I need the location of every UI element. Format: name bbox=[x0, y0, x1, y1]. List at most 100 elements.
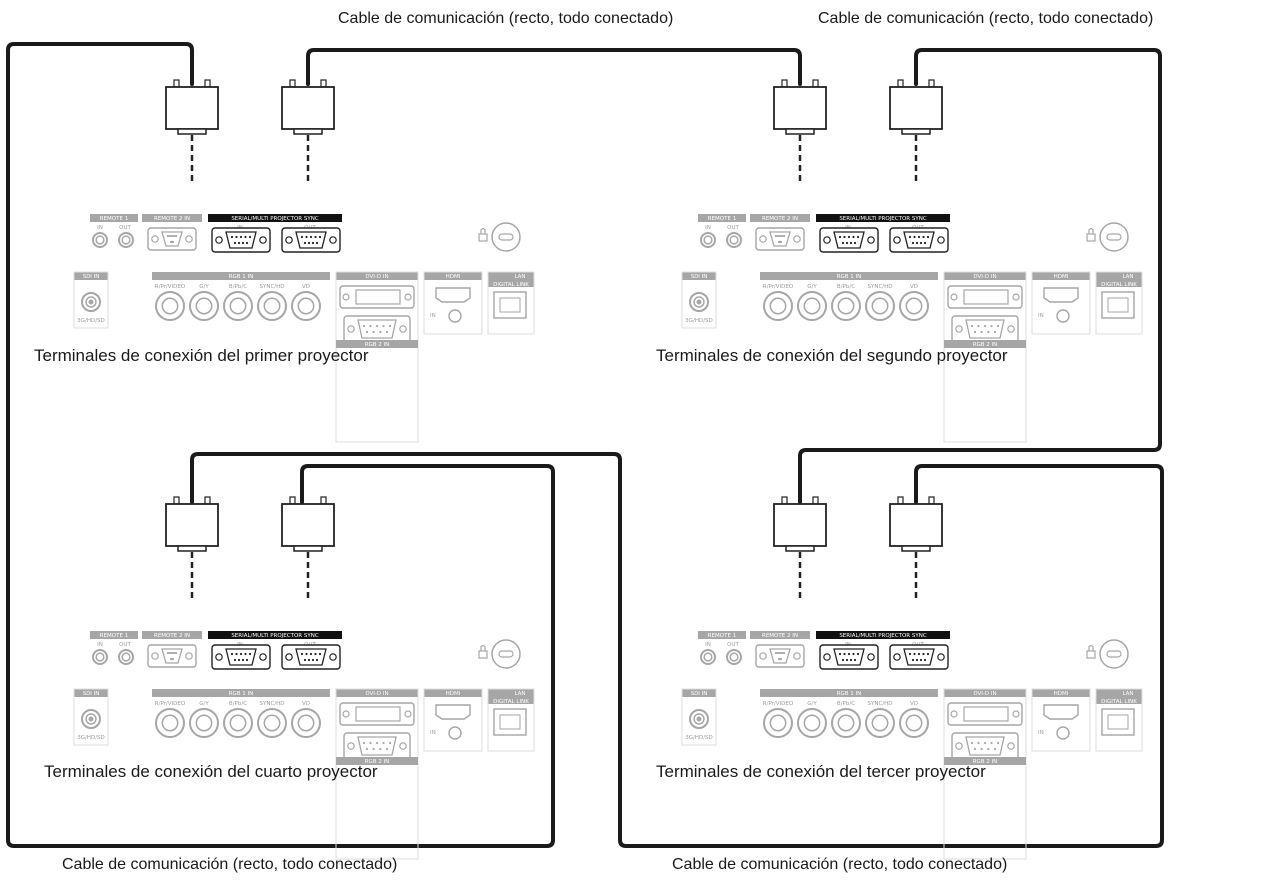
rgb1-port bbox=[831, 708, 861, 738]
remote1-out-label: OUT bbox=[119, 225, 131, 231]
rgb1-port bbox=[223, 708, 253, 738]
port-inner bbox=[229, 714, 247, 732]
rgb1-port-label: SYNC/HD bbox=[259, 284, 284, 290]
dvid-socket bbox=[355, 706, 401, 722]
dsub-pin bbox=[993, 747, 997, 751]
port-inner bbox=[729, 652, 739, 662]
port-ring bbox=[92, 232, 108, 248]
dsub-pin bbox=[233, 241, 237, 245]
rgb2-port bbox=[951, 315, 1019, 343]
dsub-pin bbox=[856, 235, 860, 239]
rgb1-port-label: B/Pb/C bbox=[837, 284, 855, 290]
dsub-pin bbox=[311, 241, 315, 245]
lan-socket bbox=[1107, 297, 1129, 313]
port-inner bbox=[297, 714, 315, 732]
dsub-pin bbox=[852, 235, 855, 239]
rgb1-port-label: VD bbox=[910, 284, 918, 290]
remote1-in-label: IN bbox=[97, 225, 103, 231]
dsub-pin bbox=[171, 240, 175, 244]
dsub-screw bbox=[151, 652, 159, 660]
remote2-label-bar bbox=[750, 214, 810, 222]
connector-neck bbox=[785, 128, 815, 135]
dsub-pin bbox=[241, 241, 245, 245]
port-ring bbox=[92, 649, 108, 665]
caption-second-projector: Terminales de conexión del segundo proye… bbox=[656, 346, 1008, 365]
remote2-label: REMOTE 2 IN bbox=[762, 216, 798, 222]
serial-label: SERIAL/MULTI PROJECTOR SYNC bbox=[231, 633, 319, 639]
connector-pin bbox=[812, 496, 819, 505]
connector-out bbox=[889, 496, 943, 599]
dsub-pin bbox=[911, 241, 915, 245]
dsub-screw bbox=[937, 653, 945, 661]
dsub-screw bbox=[867, 236, 875, 244]
dsub-pin bbox=[922, 235, 925, 239]
digital-link-label-bar bbox=[1096, 697, 1142, 704]
connector-pin bbox=[289, 496, 296, 505]
dvid-socket bbox=[963, 706, 1009, 722]
port-inner bbox=[837, 714, 855, 732]
dsub-pin bbox=[305, 652, 308, 656]
dsub-screw bbox=[893, 236, 901, 244]
sdi-label: SDI IN bbox=[83, 274, 100, 280]
dsub-screw bbox=[759, 235, 767, 243]
hdmi-screw bbox=[1056, 726, 1070, 740]
dsub-shell bbox=[769, 648, 791, 664]
dsub-pin bbox=[847, 652, 851, 656]
lan-socket bbox=[499, 297, 521, 313]
dsub-pin bbox=[841, 241, 845, 245]
caption-fourth-projector: Terminales de conexión del cuarto proyec… bbox=[44, 762, 378, 781]
rgb1-port bbox=[865, 708, 895, 738]
serial-label: SERIAL/MULTI PROJECTOR SYNC bbox=[231, 216, 319, 222]
dsub-pin bbox=[170, 234, 174, 238]
dsub-screw bbox=[937, 236, 945, 244]
hdmi-frame bbox=[1031, 688, 1091, 752]
dsub-pin bbox=[838, 235, 842, 239]
dsub-pin bbox=[996, 741, 1000, 745]
lan-frame bbox=[487, 271, 535, 335]
dvid-screw bbox=[404, 710, 412, 718]
lan-label: LAN bbox=[1122, 691, 1133, 697]
port-ring bbox=[118, 649, 134, 665]
rgb1-port bbox=[291, 291, 321, 321]
remote1-out-port bbox=[726, 232, 742, 248]
dvid-screw bbox=[342, 710, 350, 718]
dsub-screw bbox=[347, 325, 355, 333]
rgb2-label-bar bbox=[944, 757, 1026, 765]
dsub-pin bbox=[230, 235, 234, 239]
connector-neck bbox=[901, 545, 931, 552]
remote2-label: REMOTE 2 IN bbox=[154, 216, 190, 222]
digital-link-label-bar bbox=[488, 697, 534, 704]
hdmi-label: HDMI bbox=[446, 274, 461, 280]
rgb1-port bbox=[899, 291, 929, 321]
remote1-label: REMOTE 1 bbox=[708, 633, 736, 639]
sdi-formats-label: 3G/HD/SD bbox=[685, 318, 713, 324]
rgb1-port-label: G/Y bbox=[807, 701, 817, 707]
dsub-pin bbox=[987, 330, 990, 334]
port-ring bbox=[797, 291, 827, 321]
dsub-shell bbox=[357, 319, 397, 339]
rgb1-port bbox=[865, 291, 895, 321]
dsub-pin bbox=[245, 241, 249, 245]
lan-label: LAN bbox=[514, 274, 525, 280]
sdi-label-bar bbox=[682, 272, 716, 280]
dsub-pin bbox=[318, 652, 322, 656]
serial-out-port bbox=[889, 644, 949, 670]
dsub-shell bbox=[225, 231, 257, 249]
dsub-screw bbox=[215, 653, 223, 661]
cable-path bbox=[306, 48, 802, 86]
hdmi-frame bbox=[1031, 271, 1091, 335]
port-inner bbox=[905, 714, 923, 732]
port-inner bbox=[803, 297, 821, 315]
dsub-pin bbox=[774, 234, 778, 238]
serial-out-port bbox=[281, 227, 341, 253]
dsub-pin bbox=[369, 324, 372, 328]
dsub-screw bbox=[867, 653, 875, 661]
rgb2-port bbox=[343, 315, 411, 343]
dsub-shell bbox=[769, 231, 791, 247]
remote1-out-label: OUT bbox=[727, 225, 739, 231]
serial-in-port bbox=[211, 227, 271, 253]
